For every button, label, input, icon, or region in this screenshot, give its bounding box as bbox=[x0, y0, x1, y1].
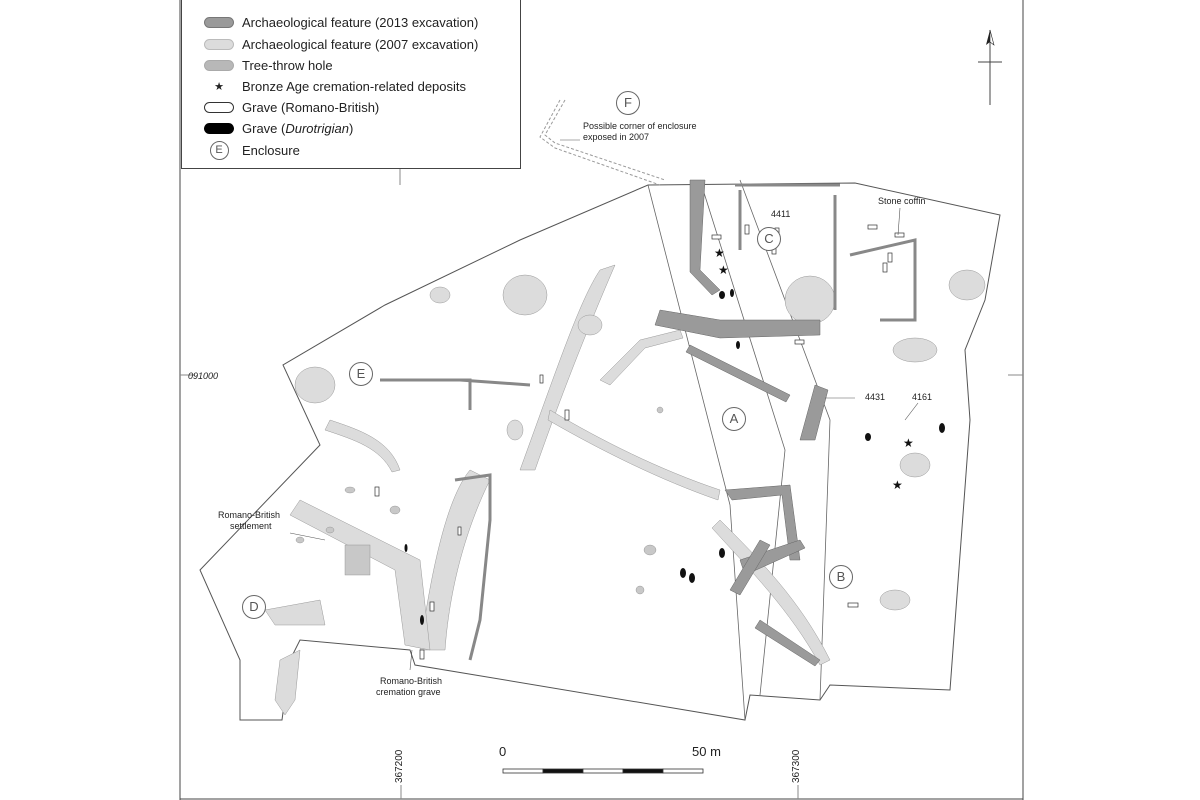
legend-item-enclosure: E Enclosure bbox=[204, 140, 300, 160]
legend-label: Grave ( bbox=[242, 120, 286, 136]
northing-label: 091000 bbox=[188, 371, 219, 381]
durotrigian-graves bbox=[404, 289, 945, 625]
easting-label-367200: 367200 bbox=[394, 749, 405, 783]
enclosure-symbol: E bbox=[204, 140, 234, 160]
swatch-grave-durotrigian bbox=[204, 122, 234, 134]
legend-label: Archaeological feature (2013 excavation) bbox=[242, 14, 479, 30]
enclosure-d: D bbox=[242, 595, 266, 619]
legend-label-end: ) bbox=[348, 120, 354, 136]
legend-label: Archaeological feature (2007 excavation) bbox=[242, 36, 479, 52]
swatch-grave-rb bbox=[204, 101, 234, 113]
legend-label: Enclosure bbox=[242, 142, 300, 158]
enclosure-b: B bbox=[829, 565, 853, 589]
enclosure-e: E bbox=[349, 362, 373, 386]
feature-4161: 4161 bbox=[912, 392, 933, 402]
swatch-2007 bbox=[204, 38, 234, 50]
scale-bar bbox=[502, 768, 704, 774]
star-icon: ★ bbox=[903, 436, 914, 450]
cremation-label-1: Romano-British bbox=[380, 676, 443, 686]
feature-4431: 4431 bbox=[865, 392, 886, 402]
stone-coffin-label: Stone coffin bbox=[878, 196, 926, 206]
enclosure-a: A bbox=[722, 407, 746, 431]
excavation-boundary bbox=[199, 182, 1001, 721]
enclosure-c: C bbox=[757, 227, 781, 251]
settlement-label-1: Romano-British bbox=[218, 510, 281, 520]
star-icon: ★ bbox=[214, 80, 224, 93]
corner-label-2: exposed in 2007 bbox=[583, 132, 650, 142]
legend-label: Tree-throw hole bbox=[242, 57, 333, 73]
north-arrow-icon bbox=[978, 29, 1002, 105]
cremation-label-2: cremation grave bbox=[376, 687, 441, 697]
legend-label-italic: Durotrigian bbox=[285, 120, 349, 136]
legend-item-grave-rb: Grave (Romano-British) bbox=[204, 97, 379, 117]
easting-label-367300: 367300 bbox=[791, 749, 802, 783]
legend: Archaeological feature (2013 excavation)… bbox=[181, 0, 521, 169]
star-icon: ★ bbox=[714, 246, 725, 260]
enclosure-f: F bbox=[616, 91, 640, 115]
bronze-age-deposits: ★ ★ ★ ★ bbox=[714, 246, 914, 492]
scale-start: 0 bbox=[499, 744, 507, 759]
star-icon: ★ bbox=[718, 263, 729, 277]
enclosure-letter: E bbox=[209, 140, 229, 160]
corner-label-1: Possible corner of enclosure bbox=[583, 121, 697, 131]
legend-label: Grave (Romano-British) bbox=[242, 99, 380, 115]
legend-item-bronze-age: ★ Bronze Age cremation-related deposits bbox=[204, 76, 466, 96]
legend-item-2013: Archaeological feature (2013 excavation) bbox=[204, 12, 478, 32]
legend-item-tree-throw: Tree-throw hole bbox=[204, 55, 333, 75]
star-icon: ★ bbox=[892, 478, 903, 492]
legend-item-grave-durotrigian: Grave (Durotrigian) bbox=[204, 118, 353, 138]
feature-4411: 4411 bbox=[771, 209, 791, 219]
swatch-2013 bbox=[204, 16, 234, 28]
scale-end: 50 m bbox=[692, 744, 721, 759]
legend-item-2007: Archaeological feature (2007 excavation) bbox=[204, 34, 478, 54]
settlement-label-2: settlement bbox=[230, 521, 272, 531]
swatch-tree-throw bbox=[204, 59, 234, 71]
legend-label: Bronze Age cremation-related deposits bbox=[242, 78, 467, 94]
